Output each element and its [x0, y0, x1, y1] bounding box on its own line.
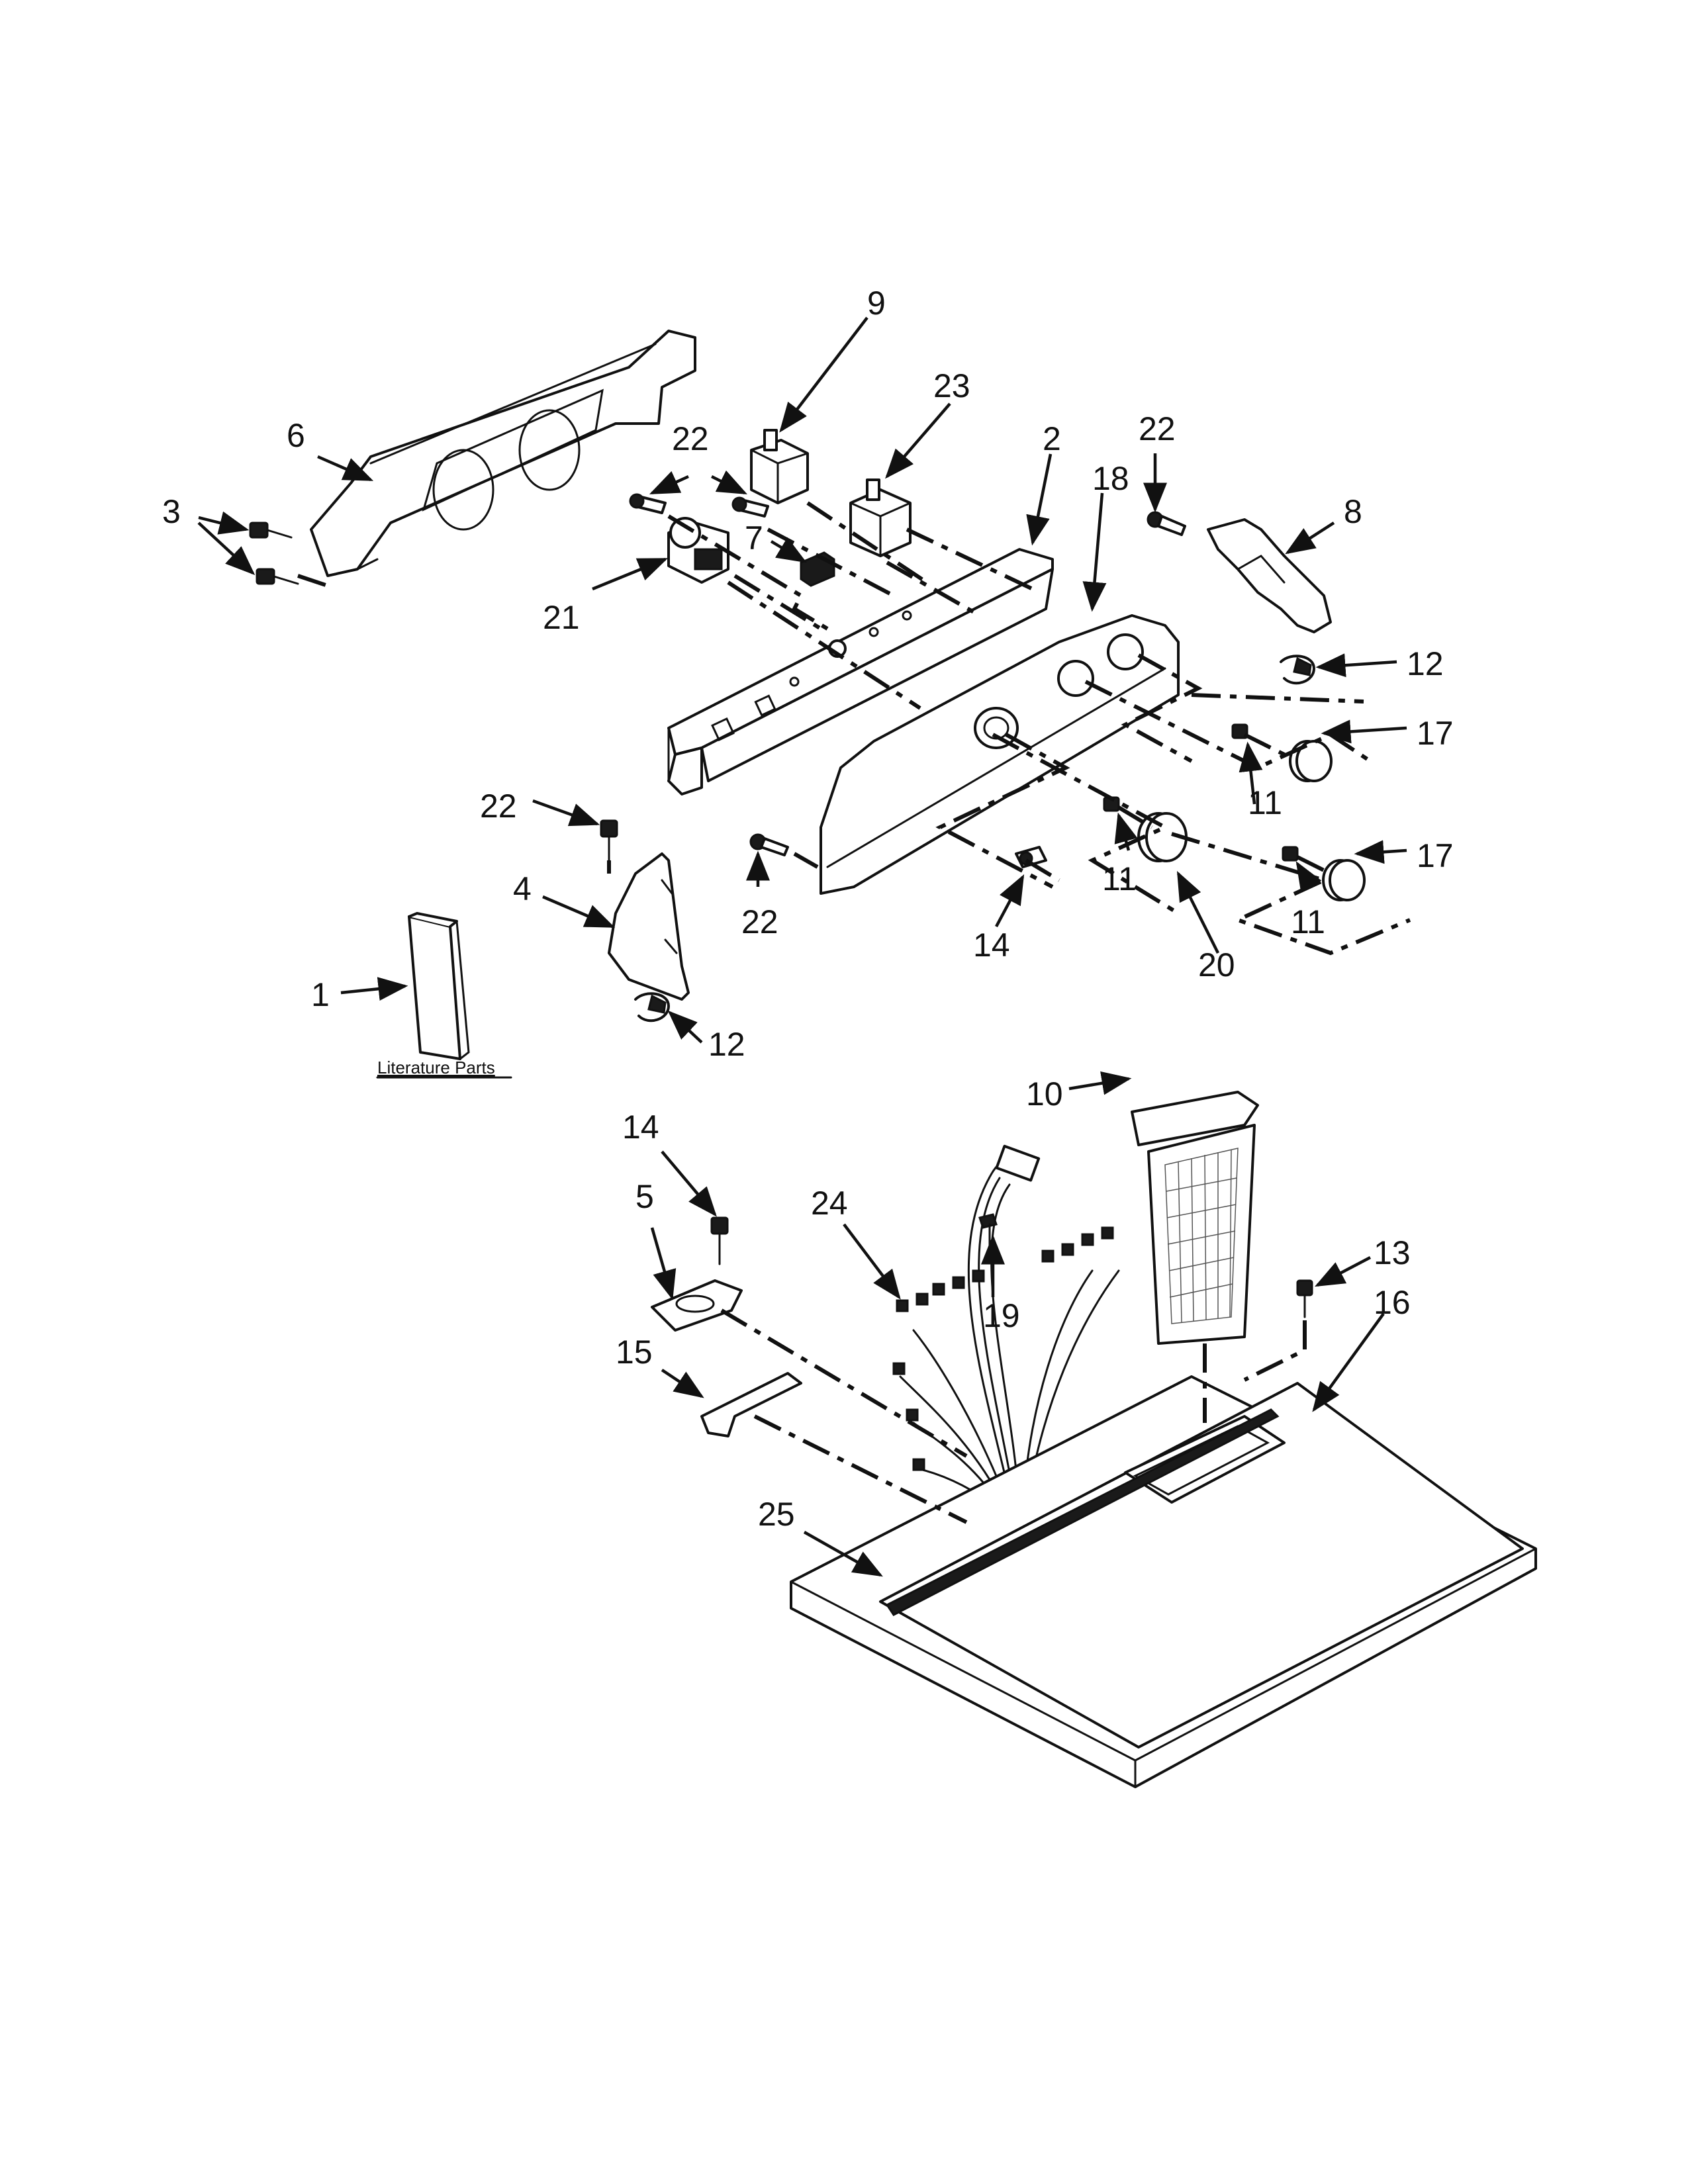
callout-22-left: 22 — [480, 788, 517, 825]
literature-book — [408, 912, 470, 1060]
knob-clip-11a — [1231, 723, 1248, 739]
callout-10: 10 — [1026, 1075, 1063, 1113]
strap — [700, 1372, 802, 1437]
assembly-paths — [607, 501, 1411, 1524]
callout-22-top: 22 — [672, 420, 709, 457]
callout-15: 15 — [616, 1334, 653, 1371]
top-panel — [790, 1375, 1537, 1788]
callout-22-right: 22 — [1139, 410, 1176, 447]
callout-17-bottom: 17 — [1417, 837, 1454, 874]
right-end-cap — [1207, 518, 1332, 633]
callout-13: 13 — [1374, 1234, 1411, 1271]
callout-14-top: 14 — [973, 927, 1010, 964]
callout-11-bottom: 11 — [1291, 903, 1325, 940]
screw-3a — [249, 522, 293, 539]
knob-17-top — [1289, 740, 1333, 782]
callout-20: 20 — [1198, 946, 1235, 983]
clip-12-left — [634, 992, 670, 1023]
callout-11-top: 11 — [1248, 784, 1282, 821]
harness-bracket — [651, 1279, 743, 1332]
callout-12-right: 12 — [1407, 645, 1444, 682]
timer-switch — [667, 517, 729, 584]
callout-24: 24 — [811, 1185, 848, 1222]
screw-22-top-mid — [731, 496, 769, 518]
callout-16: 16 — [1374, 1284, 1411, 1321]
callout-14-bottom: 14 — [622, 1109, 659, 1146]
literature-parts-label: Literature Parts — [377, 1058, 495, 1077]
push-switch-2 — [849, 478, 912, 557]
callout-labels: 9 23 6 22 2 18 22 3 7 8 21 12 17 11 22 1… — [162, 285, 1454, 1533]
callout-21: 21 — [543, 599, 580, 636]
callout-1: 1 — [311, 976, 330, 1013]
screw-22-top-left — [629, 493, 667, 514]
seal-strip — [885, 1408, 1280, 1616]
callout-9: 9 — [867, 285, 886, 322]
callout-8: 8 — [1344, 493, 1362, 530]
lint-screen — [1131, 1091, 1259, 1345]
callout-4: 4 — [513, 870, 532, 907]
screw-3-path — [297, 574, 328, 588]
callout-17-top: 17 — [1417, 715, 1454, 752]
callout-12-left: 12 — [708, 1026, 745, 1063]
callout-25: 25 — [758, 1496, 795, 1533]
left-end-cap — [608, 852, 690, 1001]
callout-11-mid: 11 — [1102, 860, 1137, 897]
knob-clip-11c — [1282, 846, 1299, 862]
knob-17-bottom — [1322, 859, 1366, 901]
callout-22-bottom: 22 — [741, 903, 778, 940]
callout-19: 19 — [983, 1297, 1020, 1334]
callout-18: 18 — [1092, 460, 1129, 497]
screw-3b — [256, 568, 299, 585]
callout-5: 5 — [635, 1178, 654, 1215]
callout-3: 3 — [162, 493, 181, 530]
callout-2: 2 — [1043, 420, 1061, 457]
callout-6: 6 — [287, 417, 305, 454]
screw-14-top — [1015, 846, 1047, 868]
callout-23: 23 — [933, 367, 970, 404]
clip-12-right — [1280, 655, 1315, 685]
leader-arrows — [197, 316, 1407, 1577]
callout-7: 7 — [745, 520, 763, 557]
screw-22-right — [1147, 511, 1186, 536]
screw-14-bottom — [710, 1216, 729, 1265]
screw-13 — [1296, 1279, 1313, 1318]
screw-22-bottom — [749, 833, 789, 856]
rear-console-panel — [310, 330, 696, 577]
screw-22-left — [600, 819, 618, 862]
push-switch — [750, 429, 809, 504]
